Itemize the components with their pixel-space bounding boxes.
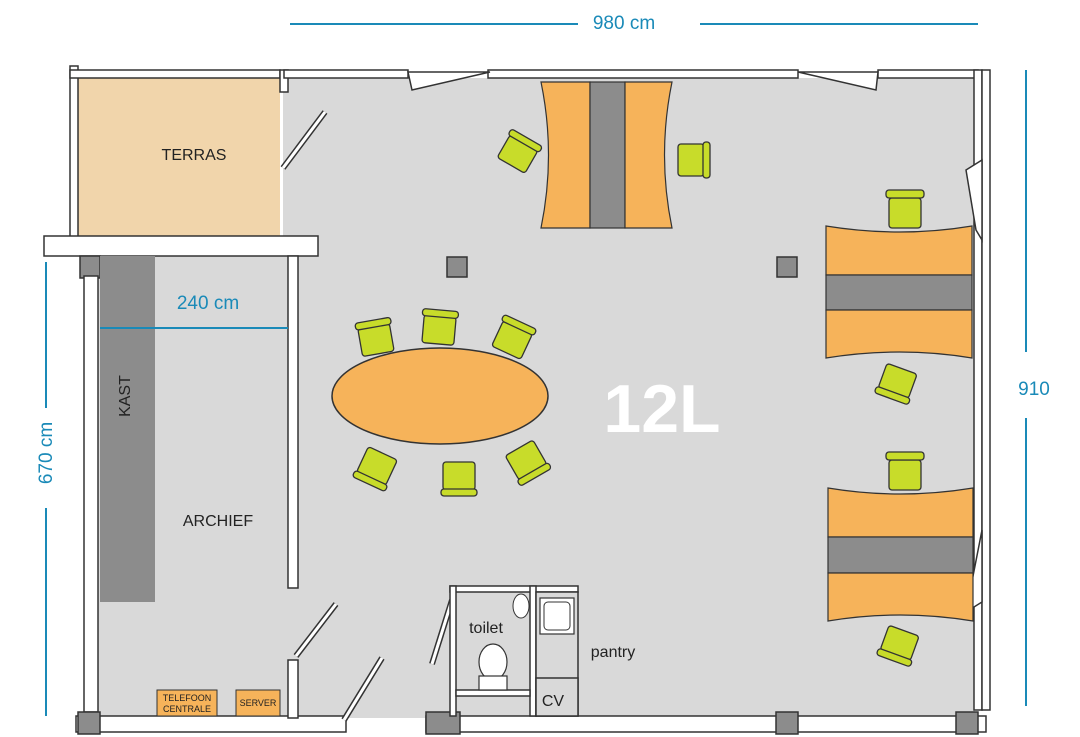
chair bbox=[497, 129, 543, 173]
dimension-lines bbox=[45, 23, 1027, 716]
meeting-table bbox=[331, 347, 549, 445]
chair bbox=[885, 189, 925, 229]
chair bbox=[491, 314, 537, 360]
cabinet bbox=[100, 256, 155, 602]
chair bbox=[440, 461, 478, 497]
server-box bbox=[235, 689, 281, 717]
walls bbox=[43, 65, 991, 735]
chair bbox=[421, 308, 460, 346]
column bbox=[776, 256, 798, 278]
chair bbox=[354, 317, 395, 357]
server-label: SERVER bbox=[240, 698, 277, 708]
right-height-label: 910 bbox=[1018, 379, 1050, 400]
left-height-label: 670 cm bbox=[36, 422, 57, 484]
chairs bbox=[352, 129, 925, 667]
toilet-pantry bbox=[449, 585, 579, 717]
column bbox=[446, 256, 468, 278]
desk-cluster-top bbox=[540, 81, 673, 229]
wash-basin bbox=[512, 593, 530, 619]
desk-cluster-right-2 bbox=[827, 487, 974, 622]
main-room-label: 12L bbox=[603, 371, 720, 447]
terrace-label: TERRAS bbox=[162, 147, 227, 164]
chair bbox=[505, 440, 552, 486]
toilet-label: toilet bbox=[469, 620, 503, 637]
top-width-label: 980 cm bbox=[593, 13, 655, 34]
toilet-bowl bbox=[478, 643, 508, 681]
pantry-label: pantry bbox=[591, 644, 635, 661]
chair bbox=[677, 141, 711, 179]
phone-switchboard bbox=[156, 689, 218, 717]
chair bbox=[352, 446, 398, 492]
cabinet-label: KAST bbox=[117, 375, 134, 417]
archive-width-label: 240 cm bbox=[177, 293, 239, 314]
chair bbox=[885, 451, 925, 491]
chair bbox=[876, 625, 919, 667]
archive-label: ARCHIEF bbox=[183, 513, 253, 530]
phone-switchboard-label-1: TELEFOON bbox=[163, 693, 212, 703]
cv-label: CV bbox=[542, 693, 565, 710]
chair bbox=[874, 363, 917, 405]
desk-cluster-right-1 bbox=[825, 225, 973, 359]
terrace-floor bbox=[76, 78, 280, 236]
phone-switchboard-label-2: CENTRALE bbox=[163, 704, 211, 714]
